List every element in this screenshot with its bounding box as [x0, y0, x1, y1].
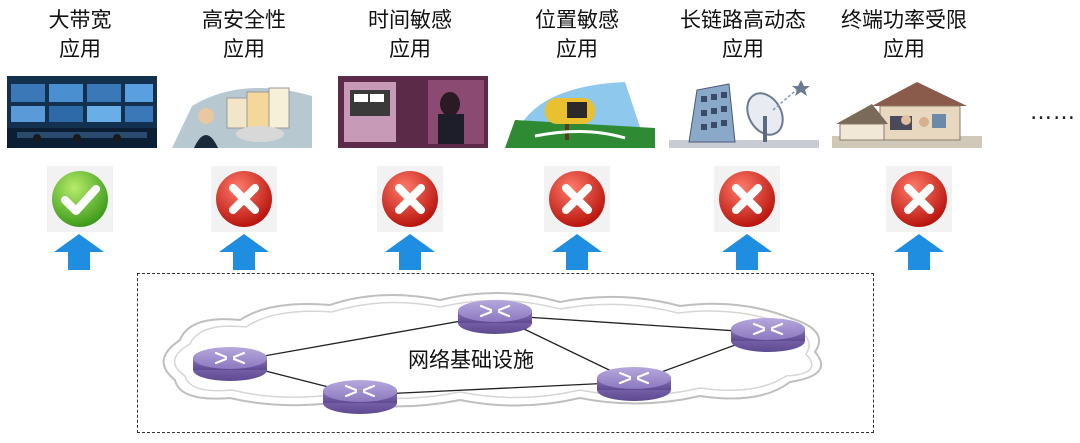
link: [494, 314, 769, 334]
app-column-location-sensitive: 位置敏感 应用: [497, 0, 657, 270]
app-label: 终端功率受限 应用: [824, 0, 984, 68]
up-arrow-icon: [722, 234, 772, 270]
router-icon: [731, 318, 805, 352]
up-arrow-icon: [894, 234, 944, 270]
app-label-line2: 应用: [59, 37, 101, 61]
app-label-line1: 终端功率受限: [841, 8, 967, 32]
router-icon: [597, 367, 671, 401]
app-label-line2: 应用: [223, 37, 265, 61]
app-label: 位置敏感 应用: [497, 0, 657, 68]
more-ellipsis: ……: [1030, 100, 1076, 125]
app-column-long-link: 长链路高动态 应用: [663, 0, 823, 270]
check-icon: [47, 166, 113, 232]
cross-icon: [714, 166, 780, 232]
home-terminal-image: [832, 82, 982, 148]
router-icon: [193, 347, 267, 381]
cross-icon: [544, 166, 610, 232]
control-room-image: [7, 76, 157, 148]
app-label-line1: 大带宽: [48, 8, 112, 32]
app-column-security: 高安全性 应用: [164, 0, 324, 270]
up-arrow-icon: [552, 234, 602, 270]
app-column-time-sensitive: 时间敏感 应用: [330, 0, 490, 270]
app-label-line1: 长链路高动态: [680, 8, 806, 32]
app-label-line2: 应用: [722, 37, 764, 61]
app-column-power-limited: 终端功率受限 应用: [824, 0, 984, 270]
app-label: 高安全性 应用: [164, 0, 324, 68]
time-sensitive-terminal-image: [338, 76, 488, 148]
network-infrastructure-box: [137, 273, 874, 433]
location-mailbox-image: [505, 82, 655, 148]
satellite-dish-building-image: [669, 80, 819, 148]
link: [359, 381, 635, 396]
cross-icon: [377, 166, 443, 232]
app-label-line1: 时间敏感: [368, 8, 452, 32]
app-label-line2: 应用: [556, 37, 598, 61]
router-icon: [323, 380, 397, 414]
router-icon: [458, 300, 532, 334]
app-label-line2: 应用: [389, 37, 431, 61]
up-arrow-icon: [54, 234, 104, 270]
app-label-line1: 位置敏感: [535, 8, 619, 32]
app-label-line1: 高安全性: [202, 8, 286, 32]
network-label: 网络基础设施: [408, 348, 534, 372]
app-label-line2: 应用: [883, 37, 925, 61]
cross-icon: [886, 166, 952, 232]
app-label: 长链路高动态 应用: [663, 0, 823, 68]
cross-icon: [211, 166, 277, 232]
security-worker-image: [172, 87, 312, 148]
app-column-bandwidth: 大带宽 应用: [0, 0, 160, 270]
app-label: 时间敏感 应用: [330, 0, 490, 68]
app-label: 大带宽 应用: [0, 0, 160, 68]
link: [229, 314, 496, 363]
up-arrow-icon: [219, 234, 269, 270]
up-arrow-icon: [385, 234, 435, 270]
